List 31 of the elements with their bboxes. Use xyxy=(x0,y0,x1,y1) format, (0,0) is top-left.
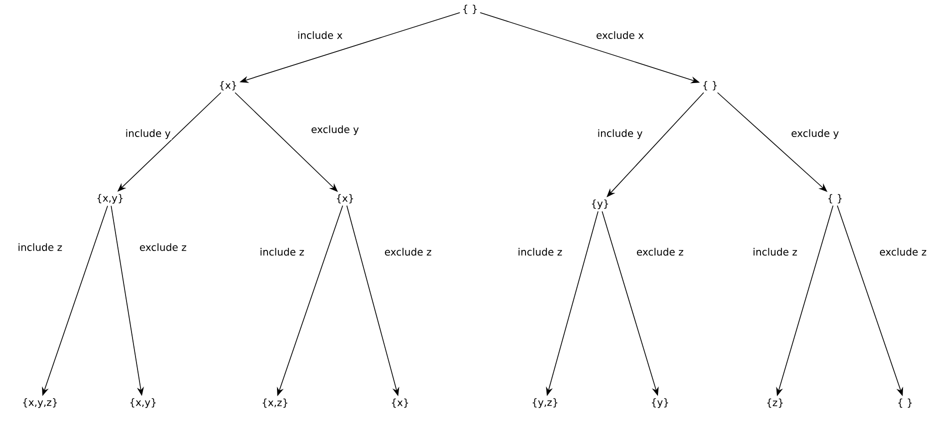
set-label: {x,y} xyxy=(97,194,123,204)
set-label: {x} xyxy=(220,81,236,90)
edge-label: include z xyxy=(258,246,306,257)
set-label: { } xyxy=(463,4,477,14)
set-label: {z} xyxy=(767,398,783,408)
arrow xyxy=(234,92,338,192)
edge-label: exclude z xyxy=(635,246,685,257)
edge-label: include z xyxy=(16,242,64,252)
set-label: { } xyxy=(898,398,912,408)
edge-label: exclude z xyxy=(383,246,433,257)
edge-label: exclude y xyxy=(790,128,840,140)
edge-label: include x xyxy=(296,30,344,40)
set-label: {x} xyxy=(392,398,408,408)
set-label: {y} xyxy=(652,398,668,408)
arrow xyxy=(717,92,828,192)
edge-label: include z xyxy=(516,246,564,257)
set-label: {x,z} xyxy=(262,398,288,408)
set-label: {x} xyxy=(336,194,354,204)
set-label: {x,y,z} xyxy=(23,398,57,408)
set-label: { } xyxy=(828,194,842,204)
set-label: { } xyxy=(703,81,717,90)
edge-label: exclude y xyxy=(310,124,360,136)
edge-label: exclude x xyxy=(595,30,645,40)
edge-label: include z xyxy=(752,246,798,257)
edge-label: exclude z xyxy=(878,246,928,257)
edge-label: exclude z xyxy=(138,242,188,252)
set-label: {x,y} xyxy=(130,398,156,408)
edge-label: include y xyxy=(124,128,172,140)
edge-label: include y xyxy=(596,128,644,140)
set-label: {y} xyxy=(592,199,608,210)
set-label: {y,z} xyxy=(532,398,558,408)
